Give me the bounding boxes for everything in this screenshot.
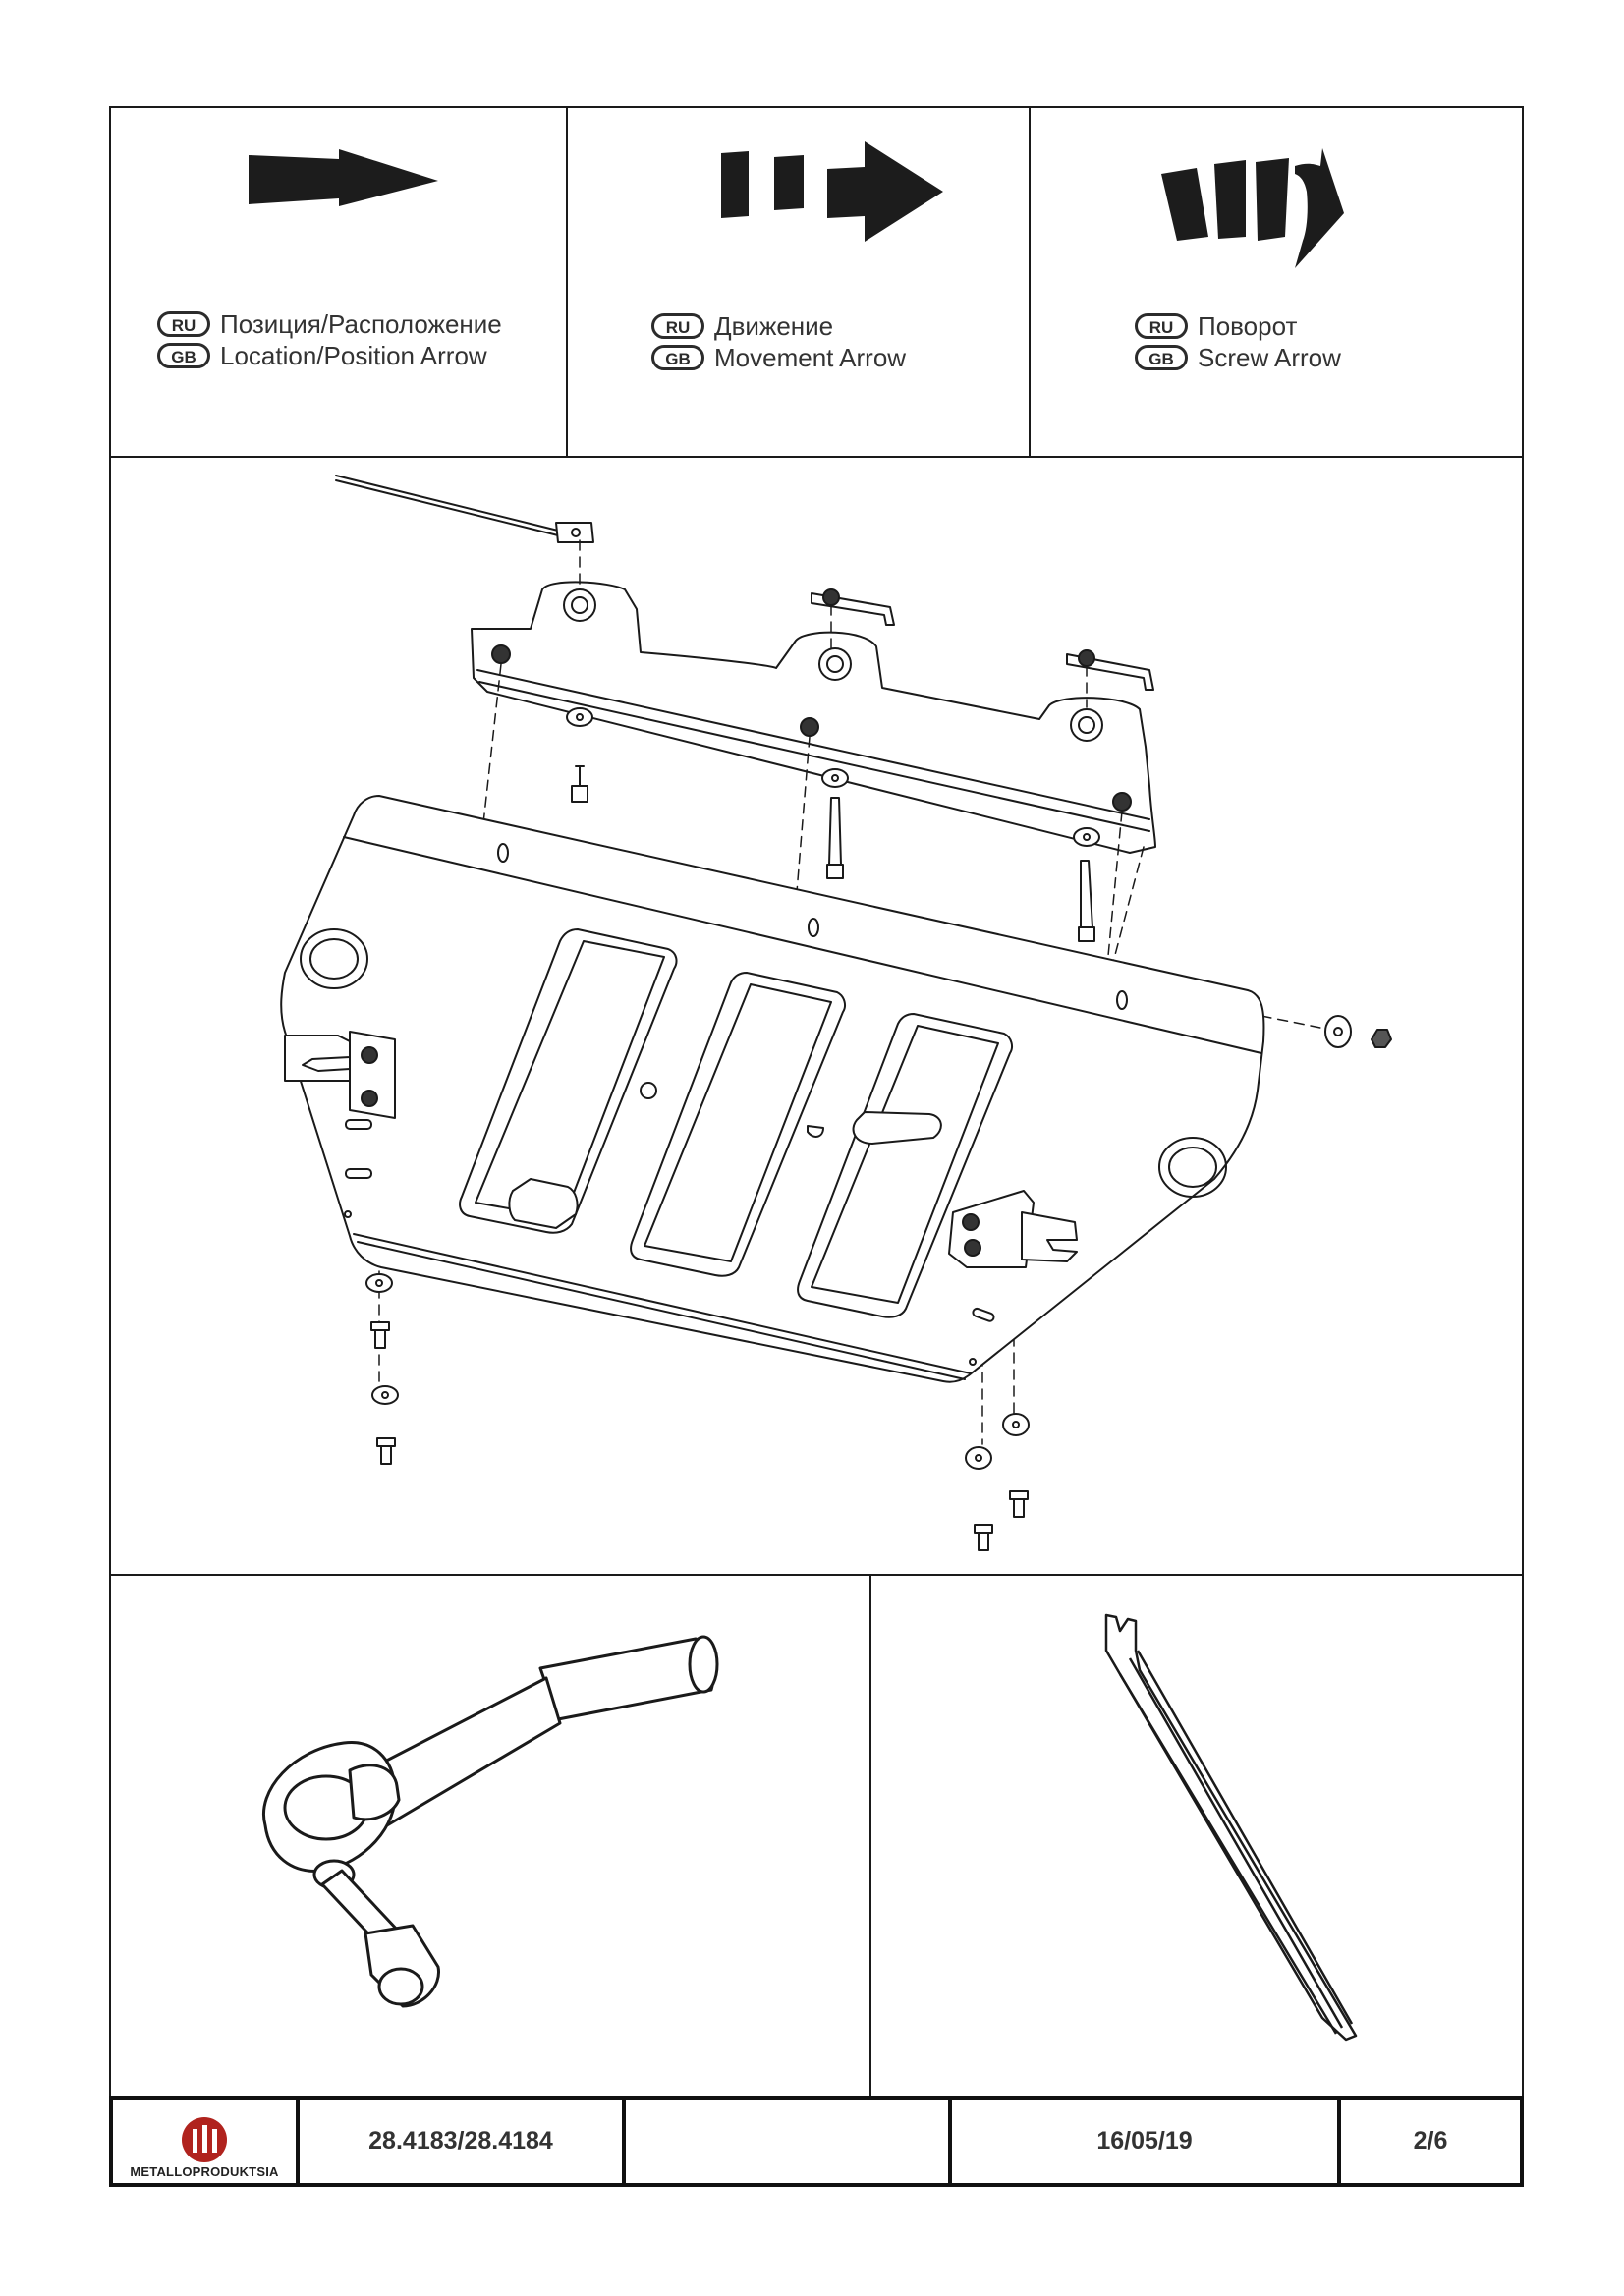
legend-location-ru: Позиция/Расположение [220,309,502,339]
legend-location: RU Позиция/Расположение GB Location/Positi… [157,308,502,371]
bracket-left [284,1031,396,1119]
title-block: METALLOPRODUKTSIA 28.4183/28.4184 16/05/… [109,2096,1524,2187]
ratchet-wrench-icon [262,1635,719,2008]
legend-movement-ru: Движение [714,311,834,341]
skid-plate [280,795,1265,1383]
part-number: 28.4183/28.4184 [300,2100,626,2183]
location-arrow-icon [249,149,438,206]
ru-badge: RU [157,311,210,337]
divider-diagram [109,1574,1524,1576]
logo-text: METALLOPRODUKTSIA [130,2164,279,2179]
washer-stud-middle [821,768,849,879]
legend-movement-gb: Movement Arrow [714,343,907,372]
movement-arrow-icon [721,141,943,242]
washer-stud-right [1073,827,1100,942]
legend-screw: RU Поворот GB Screw Arrow [1135,310,1341,373]
bracket-right [948,1190,1078,1268]
blank-cell [626,2100,952,2183]
legend-location-gb: Location/Position Arrow [220,341,487,370]
zip-tie [335,475,594,543]
legend-screw-ru: Поворот [1198,311,1298,341]
trim-removal-tool-icon [1104,1613,1358,2042]
lower-fasteners-right [965,1413,1030,1551]
washer-bolt-left [566,707,593,803]
gb-badge: GB [157,343,210,368]
company-logo-icon [182,2117,227,2162]
gb-badge: GB [651,345,704,370]
gb-badge: GB [1135,345,1188,370]
screw-arrow-icon [1161,148,1344,268]
divider-legend-1 [566,106,568,458]
divider-legend [109,456,1524,458]
divider-legend-2 [1029,106,1031,458]
lower-fasteners-left [365,1273,399,1465]
side-washer-nut [1324,1015,1392,1048]
logo-cell: METALLOPRODUKTSIA [113,2100,300,2183]
bar-clip-middle [811,588,895,626]
ru-badge: RU [651,313,704,339]
legend-screw-gb: Screw Arrow [1198,343,1341,372]
date: 16/05/19 [952,2100,1341,2183]
page-number: 2/6 [1413,2127,1448,2155]
legend-movement: RU Движение GB Movement Arrow [651,310,906,373]
ru-badge: RU [1135,313,1188,339]
assembly-diagram [280,475,1392,1551]
mounting-bar [471,581,1156,854]
divider-tools [869,1574,871,2096]
bar-clip-right [1066,649,1154,691]
